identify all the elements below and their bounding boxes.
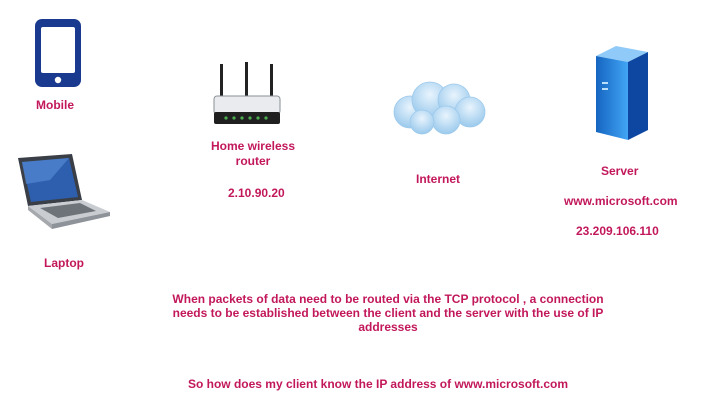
wireless-router-icon <box>213 62 281 124</box>
laptop-node <box>10 150 114 234</box>
server-ip: 23.209.106.110 <box>576 224 659 238</box>
mobile-phone-icon <box>35 19 81 87</box>
internet-label: Internet <box>416 172 461 186</box>
server-domain: www.microsoft.com <box>564 194 678 208</box>
router-label-line2: router <box>235 154 271 168</box>
laptop-icon <box>18 154 110 229</box>
mobile-node <box>32 16 84 90</box>
router-node <box>212 62 282 128</box>
server-node <box>592 42 652 142</box>
router-ip: 2.10.90.20 <box>228 186 285 200</box>
laptop-label: Laptop <box>44 256 84 270</box>
router-label-line1: Home wireless <box>210 139 296 153</box>
mobile-label: Mobile <box>36 98 74 112</box>
internet-node <box>388 78 490 138</box>
server-tower-icon <box>596 46 648 140</box>
tcp-explanation-text: When packets of data need to be routed v… <box>172 292 604 334</box>
server-label: Server <box>601 164 639 178</box>
cloud-icon <box>393 81 486 135</box>
router-label: Home wireless router <box>203 139 303 169</box>
dns-question-text: So how does my client know the IP addres… <box>187 377 569 391</box>
